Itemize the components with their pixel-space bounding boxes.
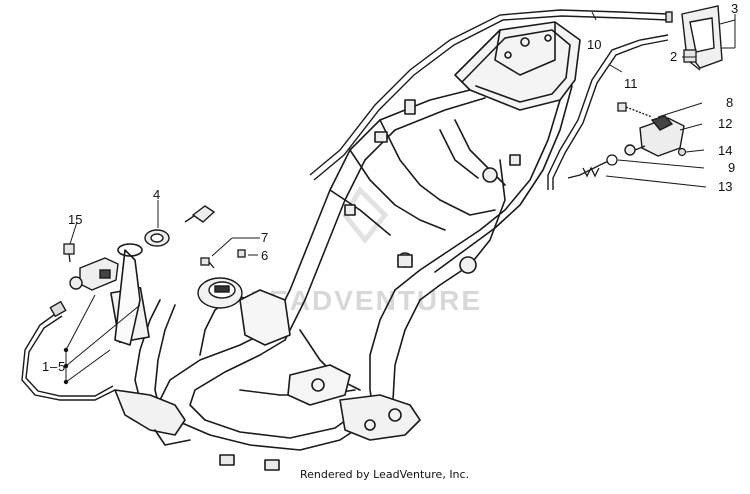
leader-lines [65,11,736,383]
render-credit: Rendered by LeadVenture, Inc. [300,468,469,481]
ignition-switch-assembly [69,257,119,291]
callout-11: 11 [624,76,638,91]
part-8-bolt [617,102,653,118]
callout-15: 15 [68,212,82,227]
callout-7: 7 [261,230,268,245]
part-6-bolt [237,249,246,258]
callout-1: 1 [42,359,49,374]
part-2-bolt [683,49,701,71]
callout-10: 10 [587,37,601,52]
callout-13: 13 [718,179,732,194]
callout-4: 4 [153,187,160,202]
callout-9: 9 [728,160,735,175]
callout-14: 14 [718,143,732,158]
callout-labels: 3 2 10 11 8 12 14 9 13 4 7 6 15 1 – 5 [42,1,738,374]
main-frame [110,21,581,471]
callout-12: 12 [718,116,732,131]
watermark: LEADVENTURE [250,185,482,316]
leader-dots [63,347,69,385]
part-12-switch [624,115,685,157]
callout-5: 5 [58,359,65,374]
part-14-nut [677,147,687,157]
part-9-washer [606,154,618,166]
part-15-screw [63,243,75,263]
callout-dash: – [50,359,58,374]
watermark-text: LEADVENTURE [250,285,482,316]
callout-8: 8 [726,95,733,110]
part-7-bolt [200,257,215,269]
switch-cable [21,300,116,401]
callout-3: 3 [731,1,738,16]
fuel-cap [197,277,243,309]
callout-6: 6 [261,248,268,263]
cable-11 [547,34,669,190]
part-4-fitting [144,205,216,247]
cable-10 [309,9,673,181]
callout-2: 2 [670,49,677,64]
